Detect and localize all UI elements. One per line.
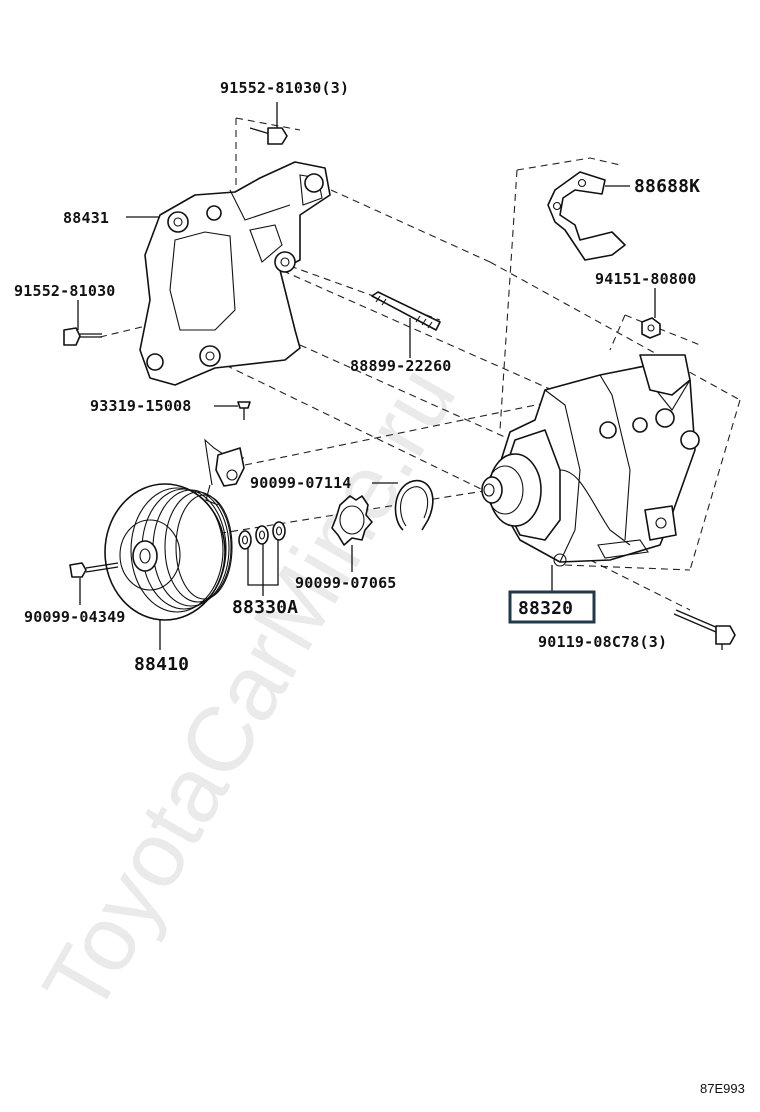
bolt-left-icon <box>63 327 102 346</box>
diagram-code: 87E993 <box>700 1081 745 1096</box>
watermark-text: ToyotaCarMine.ru <box>24 350 475 1030</box>
large-ring-icon <box>372 479 434 531</box>
mount-bolt-icon <box>673 609 736 650</box>
label-stud: 88899-22260 <box>350 357 452 375</box>
snap-ring-icon <box>331 495 373 572</box>
shims-icon <box>238 521 286 596</box>
label-bolt-left: 91552-81030 <box>14 282 116 300</box>
label-compressor: 88320 <box>518 598 573 619</box>
small-bracket-icon <box>547 171 630 261</box>
compressor-label-box <box>508 590 596 624</box>
label-screw: 93319-15008 <box>90 397 192 415</box>
stud-icon <box>371 291 441 358</box>
pulley-icon <box>104 483 233 650</box>
label-mount-bolts: 90119-08C78(3) <box>538 633 667 651</box>
label-nut: 94151-80800 <box>595 270 697 288</box>
mounting-bracket-icon <box>139 161 331 386</box>
nut-icon <box>641 288 661 339</box>
label-bracket-small: 88688K <box>634 176 700 197</box>
label-bracket: 88431 <box>63 209 109 227</box>
compressor-icon <box>481 354 700 592</box>
sensor-connector-icon <box>204 438 245 506</box>
label-ring-large: 90099-07114 <box>250 474 352 492</box>
label-pulley-bolt: 90099-04349 <box>24 608 126 626</box>
label-pulley: 88410 <box>134 654 189 675</box>
label-shims: 88330A <box>232 597 298 618</box>
screw-icon <box>237 401 251 420</box>
bolt-top-icon <box>249 102 288 145</box>
label-bolt-top: 91552-81030(3) <box>220 79 349 97</box>
label-snap-ring: 90099-07065 <box>295 574 397 592</box>
leader-lines <box>77 216 238 407</box>
pulley-bolt-icon <box>69 562 119 605</box>
